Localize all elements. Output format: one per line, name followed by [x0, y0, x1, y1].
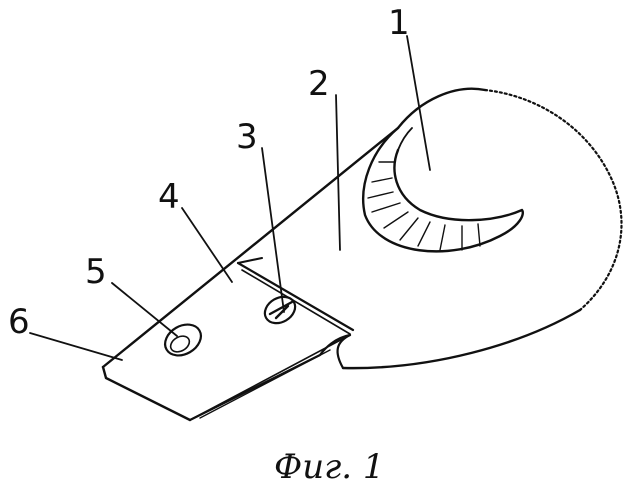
figure-caption: Фиг. 1 — [274, 447, 385, 487]
label-6: 6 — [8, 302, 30, 342]
insert-plate — [238, 258, 353, 334]
tool-body — [103, 89, 622, 420]
label-2: 2 — [308, 64, 330, 104]
label-5: 5 — [85, 252, 107, 292]
mounting-hole-5 — [160, 318, 207, 361]
crescent-cup — [363, 128, 523, 251]
label-1: 1 — [388, 3, 410, 43]
label-4: 4 — [158, 177, 180, 217]
label-3: 3 — [236, 117, 258, 157]
mounting-hole-3 — [260, 292, 300, 329]
